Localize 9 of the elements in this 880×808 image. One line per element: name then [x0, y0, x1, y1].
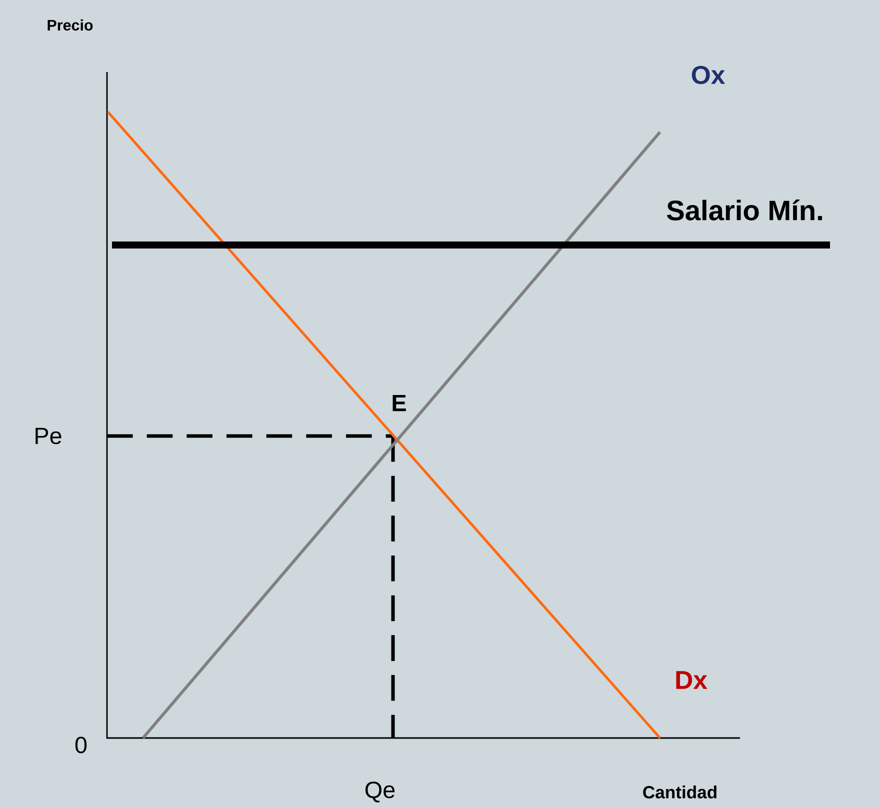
- axis-label: Cantidad: [643, 786, 716, 798]
- axis-label: Pe: [36, 428, 62, 444]
- axis-label: Qe: [365, 782, 395, 802]
- axis-label: E: [392, 394, 406, 412]
- axis-label: Dx: [676, 671, 708, 689]
- axis-label: Salario Mín.: [666, 200, 822, 220]
- axis-label: Precio: [48, 19, 93, 31]
- axis-label: Ox: [692, 66, 726, 84]
- axis-label: 0: [75, 736, 87, 754]
